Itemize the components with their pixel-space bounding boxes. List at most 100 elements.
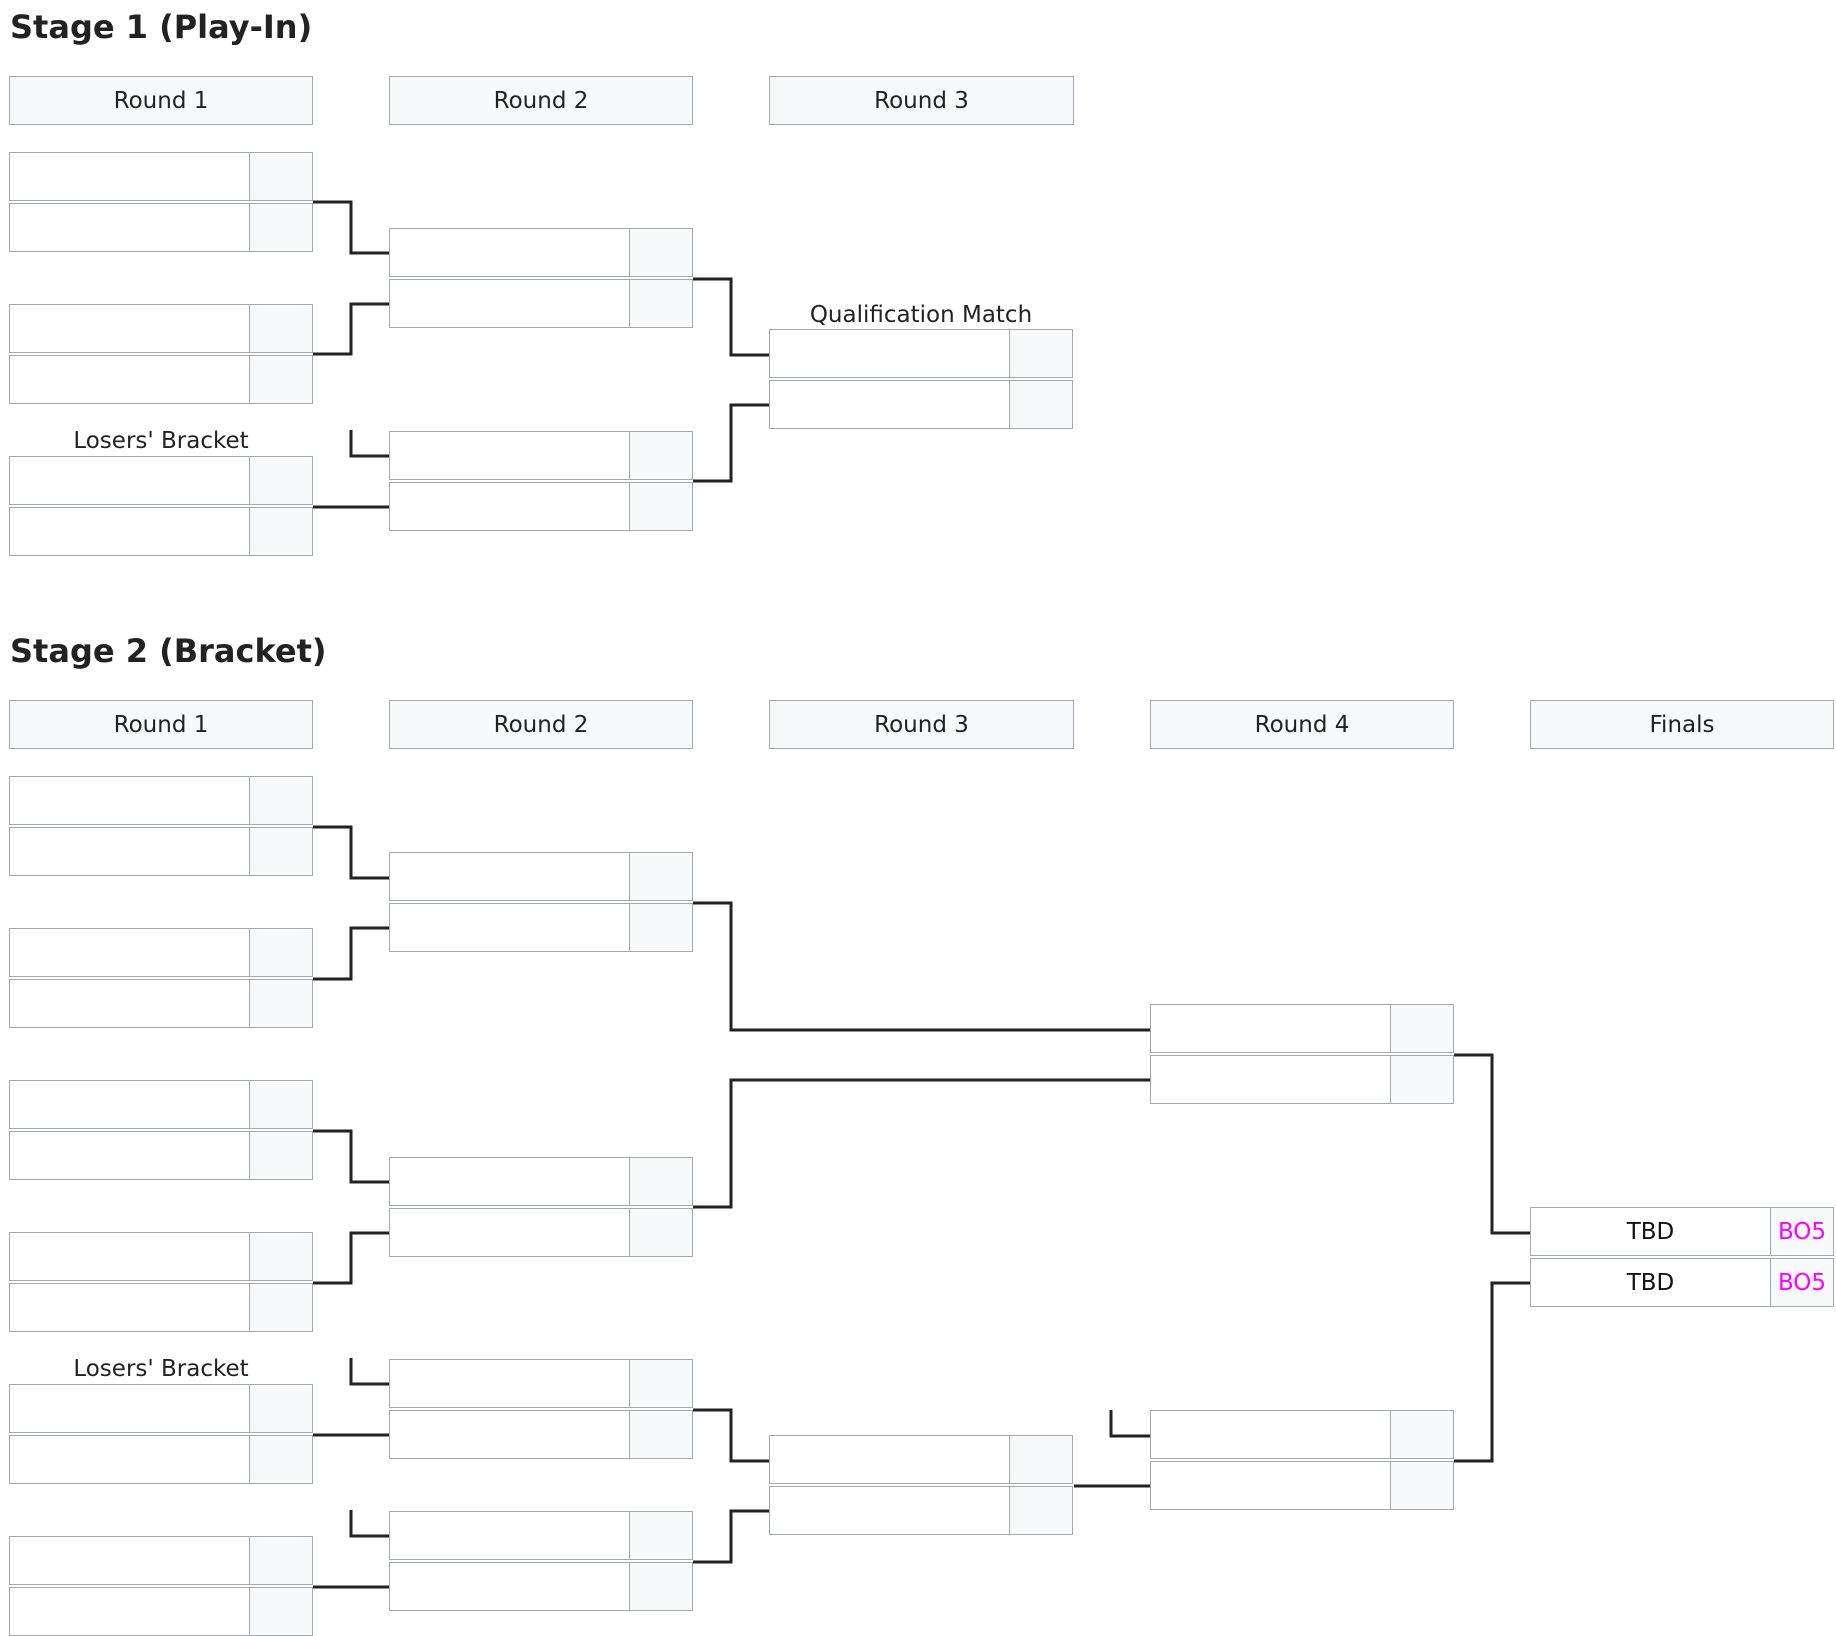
team-score	[249, 457, 312, 504]
team-slot[interactable]	[9, 1232, 313, 1281]
team-name	[390, 1209, 629, 1256]
team-name	[390, 432, 629, 479]
team-score	[629, 1512, 692, 1559]
team-name	[390, 1512, 629, 1559]
match	[9, 152, 313, 252]
team-slot[interactable]	[389, 1511, 693, 1560]
team-slot[interactable]	[389, 852, 693, 901]
team-name	[10, 356, 249, 403]
team-name	[390, 483, 629, 530]
team-slot[interactable]	[389, 1410, 693, 1459]
team-slot[interactable]	[9, 1080, 313, 1129]
connector-line	[313, 302, 389, 356]
team-slot[interactable]	[1150, 1410, 1454, 1459]
match	[769, 1435, 1073, 1535]
team-score	[629, 1360, 692, 1407]
match	[389, 1511, 693, 1611]
team-name	[10, 305, 249, 352]
stage-2-round-header: Round 1	[9, 700, 313, 749]
team-name	[390, 1563, 629, 1610]
team-slot[interactable]	[9, 1587, 313, 1636]
team-name: TBD	[1626, 1269, 1675, 1296]
team-name	[10, 828, 249, 875]
connector-line	[313, 1231, 389, 1285]
team-score	[1390, 1462, 1453, 1509]
team-score	[249, 204, 312, 251]
team-score	[249, 1233, 312, 1280]
team-name	[390, 229, 629, 276]
team-slot[interactable]	[769, 329, 1073, 378]
team-name	[10, 929, 249, 976]
team-slot[interactable]	[1150, 1461, 1454, 1510]
team-score	[629, 229, 692, 276]
team-slot[interactable]	[769, 1435, 1073, 1484]
team-score	[1009, 381, 1072, 428]
qualification-match-label: Qualification Match	[809, 302, 1033, 328]
team-slot[interactable]	[1150, 1004, 1454, 1053]
team-slot[interactable]	[9, 1283, 313, 1332]
match	[9, 776, 313, 876]
team-name	[390, 1158, 629, 1205]
team-name	[10, 1537, 249, 1584]
team-score	[249, 980, 312, 1027]
team-slot[interactable]	[9, 827, 313, 876]
connector-line	[349, 430, 389, 458]
team-name	[770, 330, 1009, 377]
team-score	[629, 280, 692, 327]
team-slot[interactable]	[389, 279, 693, 328]
team-name	[770, 1436, 1009, 1483]
team-slot[interactable]	[9, 456, 313, 505]
team-slot[interactable]	[9, 776, 313, 825]
match	[9, 928, 313, 1028]
team-slot[interactable]	[9, 507, 313, 556]
stage-1-round-header: Round 3	[769, 76, 1074, 125]
team-name: TBD	[1626, 1218, 1675, 1245]
stage-1-round-header: Round 1	[9, 76, 313, 125]
team-slot[interactable]	[9, 203, 313, 252]
team-name	[1151, 1411, 1390, 1458]
stage-2-round-header: Round 3	[769, 700, 1074, 749]
team-slot[interactable]	[1150, 1055, 1454, 1104]
team-name	[10, 1588, 249, 1635]
team-slot[interactable]	[9, 304, 313, 353]
team-name	[10, 204, 249, 251]
team-slot[interactable]	[9, 355, 313, 404]
team-score	[629, 432, 692, 479]
team-slot[interactable]	[769, 1486, 1073, 1535]
team-slot[interactable]	[9, 1435, 313, 1484]
connector-line	[693, 277, 769, 357]
team-slot[interactable]	[389, 228, 693, 277]
team-name	[10, 1385, 249, 1432]
team-slot[interactable]	[769, 380, 1073, 429]
team-slot[interactable]	[9, 1536, 313, 1585]
team-slot[interactable]	[389, 1208, 693, 1257]
team-name	[10, 1233, 249, 1280]
team-slot[interactable]	[9, 928, 313, 977]
team-slot[interactable]	[9, 1131, 313, 1180]
connector-line	[1109, 1410, 1150, 1438]
team-score	[1390, 1056, 1453, 1103]
team-slot[interactable]	[389, 1157, 693, 1206]
connector-line	[1454, 1053, 1530, 1235]
team-name	[10, 1132, 249, 1179]
team-slot[interactable]	[9, 1384, 313, 1433]
team-score	[249, 356, 312, 403]
team-slot[interactable]	[9, 979, 313, 1028]
connector-line	[693, 1509, 769, 1564]
team-slot[interactable]	[389, 482, 693, 531]
match	[389, 1157, 693, 1257]
team-name	[390, 853, 629, 900]
connector-line	[313, 200, 389, 255]
team-slot[interactable]	[389, 903, 693, 952]
team-score	[249, 828, 312, 875]
team-slot[interactable]	[389, 431, 693, 480]
match	[1150, 1410, 1454, 1510]
team-name	[390, 1360, 629, 1407]
team-slot[interactable]	[9, 152, 313, 201]
team-slot[interactable]	[389, 1562, 693, 1611]
team-slot[interactable]	[389, 1359, 693, 1408]
team-score	[629, 904, 692, 951]
team-score	[249, 1385, 312, 1432]
